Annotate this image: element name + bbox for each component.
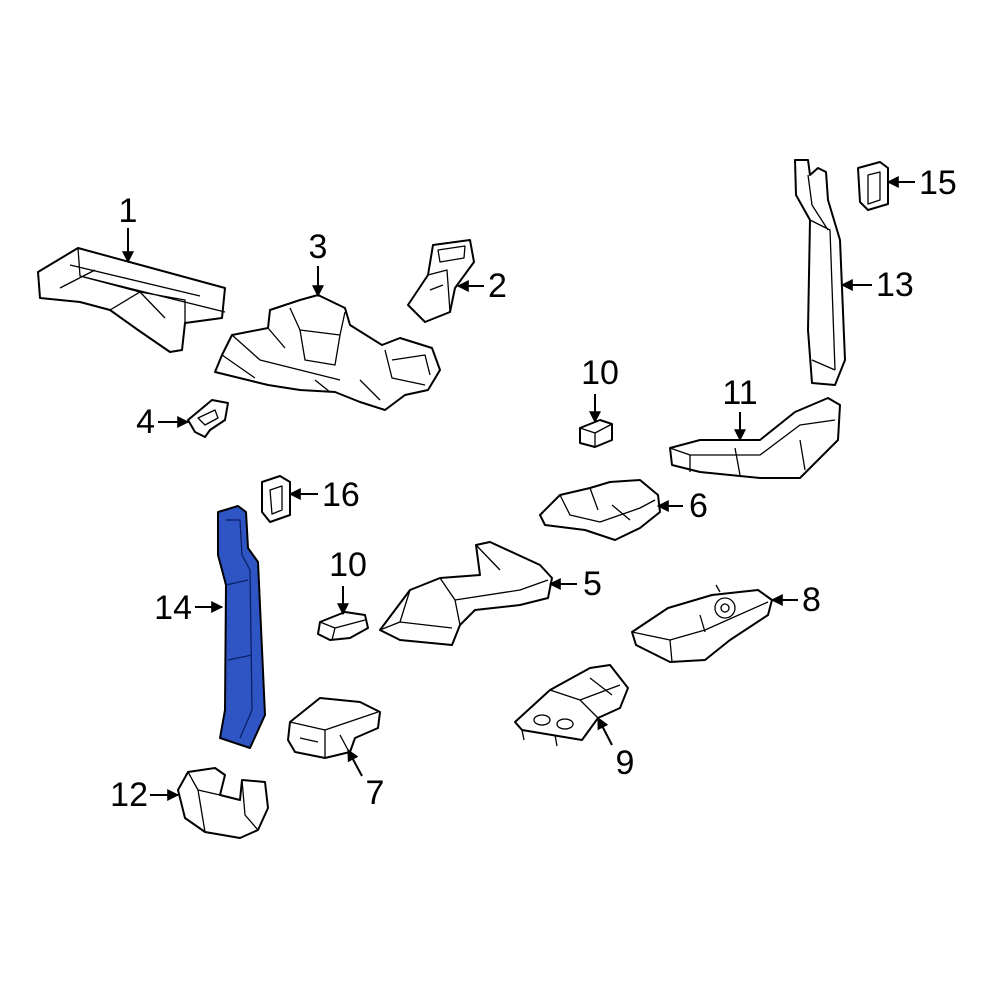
part-9-bracket[interactable] bbox=[514, 664, 629, 747]
callout-15: 15 bbox=[919, 164, 957, 202]
callout-2: 2 bbox=[488, 267, 507, 305]
part-5-duct-section[interactable] bbox=[379, 541, 553, 646]
part-13-vertical-duct[interactable] bbox=[794, 159, 846, 386]
callout-12: 12 bbox=[110, 776, 148, 814]
leader-lines bbox=[122, 176, 915, 801]
part-8-bracket[interactable] bbox=[631, 584, 773, 663]
callout-10-lower: 10 bbox=[329, 546, 367, 584]
callout-6: 6 bbox=[689, 487, 708, 525]
callout-3: 3 bbox=[309, 228, 328, 266]
callout-16: 16 bbox=[322, 476, 360, 514]
part-10-block-lower[interactable] bbox=[317, 611, 369, 641]
part-7-bracket[interactable] bbox=[287, 697, 381, 759]
part-15-clip[interactable] bbox=[857, 161, 889, 211]
leader-9 bbox=[597, 716, 613, 746]
callout-9: 9 bbox=[616, 744, 635, 782]
part-3-hvac-housing[interactable] bbox=[214, 294, 441, 411]
part-16-clip[interactable] bbox=[261, 475, 291, 523]
part-14-highlighted-duct[interactable] bbox=[217, 505, 266, 749]
callout-10-upper: 10 bbox=[581, 354, 619, 392]
callout-14: 14 bbox=[154, 589, 192, 627]
leader-7 bbox=[347, 748, 363, 777]
callout-7: 7 bbox=[366, 774, 385, 812]
callout-labels: 1 2 3 4 5 6 7 8 9 10 10 11 12 13 14 15 1… bbox=[110, 164, 957, 814]
callout-13: 13 bbox=[876, 266, 914, 304]
part-6-duct-section[interactable] bbox=[539, 479, 661, 541]
callout-4: 4 bbox=[136, 403, 155, 441]
part-2-vent[interactable] bbox=[407, 239, 475, 323]
callout-8: 8 bbox=[802, 581, 821, 619]
callout-11: 11 bbox=[722, 374, 757, 412]
part-4-clip[interactable] bbox=[187, 399, 229, 438]
part-11-lower-duct[interactable] bbox=[669, 397, 841, 479]
part-12-bracket[interactable] bbox=[177, 767, 269, 839]
callout-1: 1 bbox=[119, 192, 138, 230]
part-10-block-upper[interactable] bbox=[579, 419, 613, 448]
callout-5: 5 bbox=[583, 565, 602, 603]
part-1-duct[interactable] bbox=[37, 247, 226, 353]
